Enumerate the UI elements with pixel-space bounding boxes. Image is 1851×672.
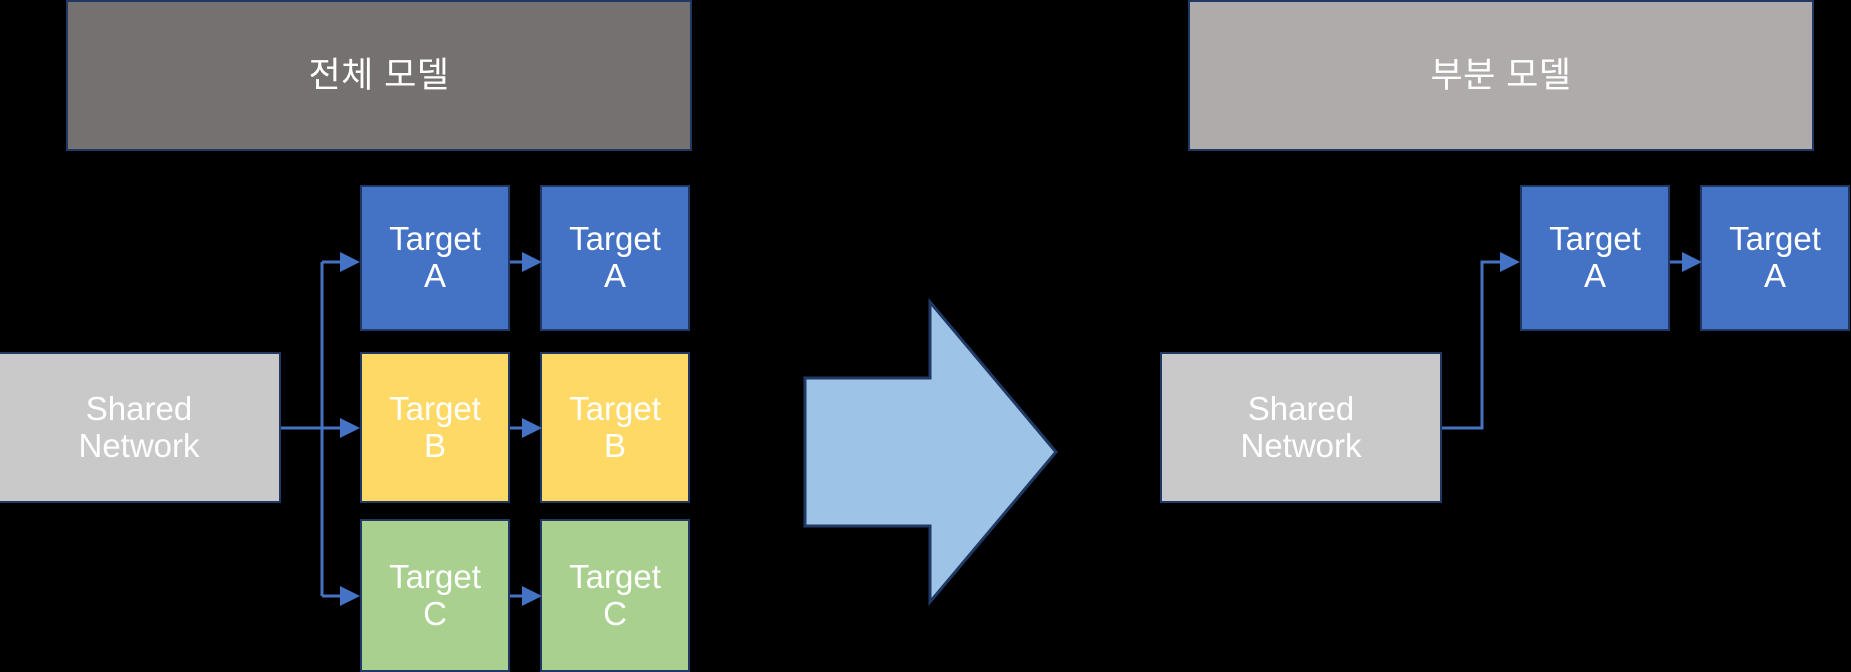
left-col2-target-a: Target A: [540, 185, 690, 331]
arrowhead-bus-to-target-c: [340, 586, 360, 606]
arrowhead-bus-to-target-a: [340, 252, 360, 272]
connector-right-shared-to-target-a: [1442, 260, 1500, 430]
arrowhead-col1c-to-col2c: [522, 586, 542, 606]
left-col1-target-b: Target B: [360, 352, 510, 503]
arrowhead-col1a-to-col2a: [522, 252, 542, 272]
left-panel-header: 전체 모델: [66, 0, 692, 151]
arrowhead-right-col1-to-col2: [1682, 252, 1702, 272]
arrowhead-col1b-to-col2b: [522, 418, 542, 438]
right-shared-network-box: Shared Network: [1160, 352, 1442, 503]
right-col2-target-a: Target A: [1700, 185, 1850, 331]
left-col1-target-c: Target C: [360, 519, 510, 672]
left-col1-target-a: Target A: [360, 185, 510, 331]
right-panel-header: 부분 모델: [1188, 0, 1814, 151]
arrowhead-right-shared-to-target-a: [1500, 252, 1520, 272]
right-col1-target-a: Target A: [1520, 185, 1670, 331]
left-shared-network-box: Shared Network: [0, 352, 281, 503]
left-col2-target-c: Target C: [540, 519, 690, 672]
arrowhead-bus-to-target-b: [340, 418, 360, 438]
transition-arrow-icon: [803, 297, 1058, 607]
left-col2-target-b: Target B: [540, 352, 690, 503]
